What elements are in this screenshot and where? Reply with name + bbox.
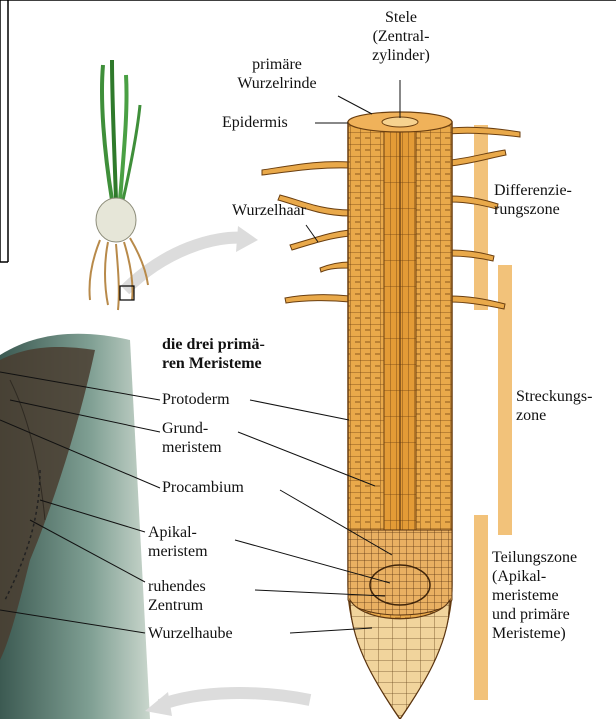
label-protoderm: Protoderm [162, 390, 230, 409]
division-zone-bar [474, 515, 488, 700]
stele-cross-section [382, 117, 418, 127]
quiescent-center [370, 565, 430, 605]
label-stele: Stele (Zentral- zylinder) [356, 8, 446, 65]
label-quiescent-center: ruhendes Zentrum [148, 577, 206, 615]
label-apical-meristem: Apikal- meristem [148, 523, 208, 561]
label-meristems-heading: die drei primä- ren Meristeme [162, 335, 265, 373]
label-division-zone: Teilungszone (Apikal- meristeme und prim… [492, 548, 577, 643]
label-epidermis: Epidermis [222, 113, 288, 132]
label-differentiation-zone: Differenzie- rungszone [494, 181, 572, 219]
inset-frame [0, 0, 616, 262]
label-root-hair: Wurzelhaar [232, 201, 306, 220]
label-ground-meristem: Grund- meristem [162, 419, 222, 457]
leader-primary-cortex [338, 96, 372, 114]
label-primary-cortex: primäre Wurzelrinde [212, 55, 342, 93]
label-elongation-zone: Streckungs- zone [516, 387, 592, 425]
differentiation-zone-bar [474, 125, 488, 310]
label-procambium: Procambium [162, 478, 244, 497]
curved-arrow-bottom [160, 693, 310, 705]
label-root-cap: Wurzelhaube [148, 624, 233, 643]
leader-protoderm [250, 400, 349, 420]
curved-arrow-top-head [236, 226, 258, 252]
